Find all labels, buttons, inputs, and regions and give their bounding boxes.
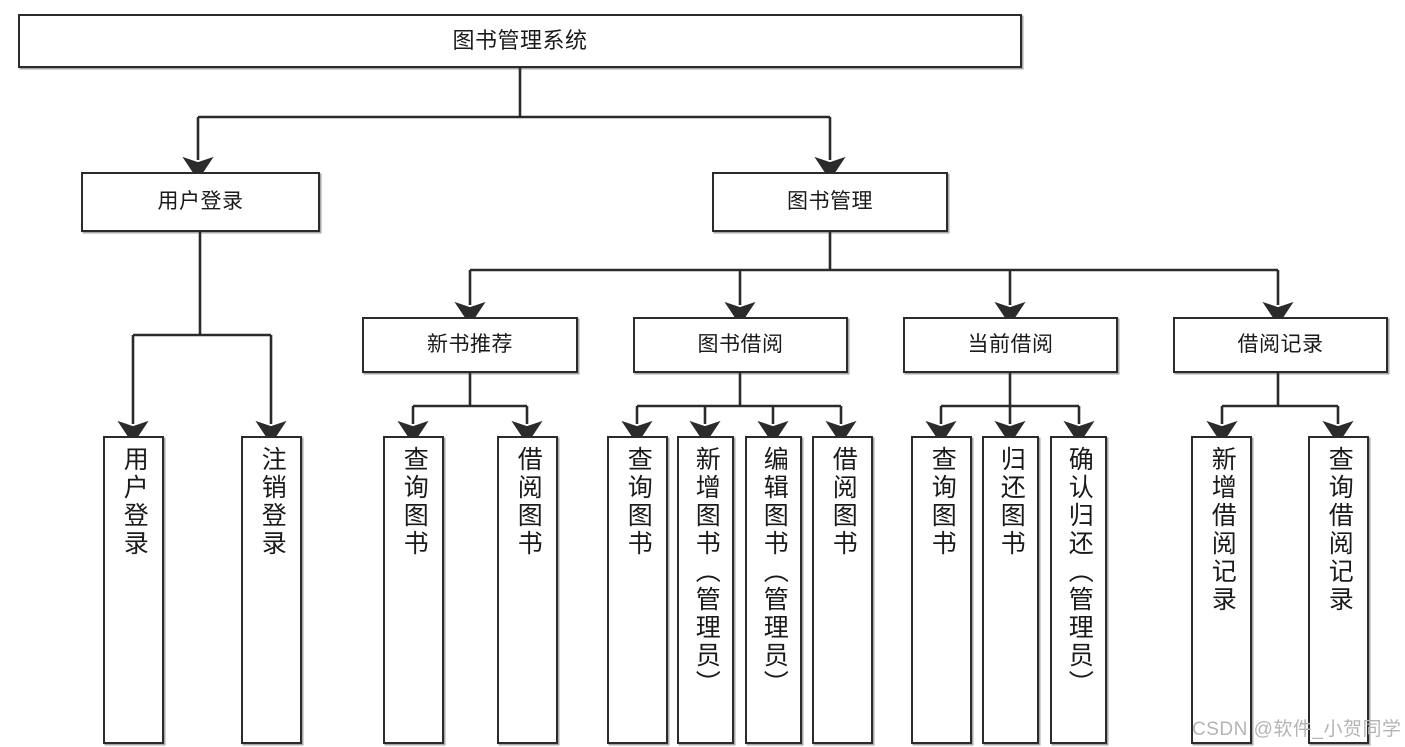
- leaf-borrow-book-1[interactable]: 借阅图书: [497, 436, 558, 744]
- csdn-watermark: CSDN @软件_小贺同学: [1192, 719, 1402, 740]
- leaf-query-book-1[interactable]: 查询图书: [383, 436, 444, 744]
- node-user-login[interactable]: 用户登录: [81, 172, 320, 232]
- leaf-user-login-label: 用户登录: [120, 446, 149, 558]
- node-new-book-recommend[interactable]: 新书推荐: [362, 317, 578, 373]
- leaf-return-book[interactable]: 归还图书: [982, 436, 1039, 744]
- leaf-user-logout-label: 注销登录: [258, 446, 287, 558]
- leaf-borrow-book-2-label: 借阅图书: [829, 446, 858, 558]
- node-book-management-label: 图书管理: [787, 189, 873, 213]
- node-book-borrow-label: 图书借阅: [697, 332, 784, 356]
- leaf-query-book-2-label: 查询图书: [624, 446, 653, 558]
- leaf-edit-book[interactable]: 编辑图书（管理员）: [745, 436, 802, 744]
- node-book-borrow[interactable]: 图书借阅: [633, 317, 848, 373]
- leaf-borrow-book-1-label: 借阅图书: [514, 446, 543, 558]
- leaf-query-book-3[interactable]: 查询图书: [911, 436, 972, 744]
- leaf-edit-book-label: 编辑图书（管理员）: [760, 446, 789, 698]
- node-book-management[interactable]: 图书管理: [712, 172, 948, 232]
- leaf-return-book-label: 归还图书: [997, 446, 1026, 558]
- leaf-query-record[interactable]: 查询借阅记录: [1308, 436, 1369, 744]
- leaf-add-book-label: 新增图书（管理员）: [692, 446, 721, 698]
- leaf-add-record-label: 新增借阅记录: [1208, 446, 1237, 614]
- node-user-login-label: 用户登录: [157, 189, 244, 213]
- node-borrow-record-label: 借阅记录: [1237, 332, 1324, 356]
- node-current-borrow-label: 当前借阅: [967, 332, 1054, 356]
- leaf-query-record-label: 查询借阅记录: [1325, 446, 1354, 614]
- node-borrow-record[interactable]: 借阅记录: [1173, 317, 1388, 373]
- node-new-book-recommend-label: 新书推荐: [427, 332, 513, 356]
- leaf-user-login[interactable]: 用户登录: [103, 436, 164, 744]
- node-root-label: 图书管理系统: [452, 28, 588, 54]
- leaf-confirm-return[interactable]: 确认归还（管理员）: [1050, 436, 1107, 744]
- leaf-user-logout[interactable]: 注销登录: [241, 436, 302, 744]
- leaf-add-record[interactable]: 新增借阅记录: [1191, 436, 1252, 744]
- leaf-add-book[interactable]: 新增图书（管理员）: [677, 436, 734, 744]
- node-root[interactable]: 图书管理系统: [18, 14, 1022, 68]
- leaf-borrow-book-2[interactable]: 借阅图书: [812, 436, 873, 744]
- leaf-query-book-1-label: 查询图书: [400, 446, 429, 558]
- leaf-confirm-return-label: 确认归还（管理员）: [1065, 446, 1094, 698]
- leaf-query-book-3-label: 查询图书: [928, 446, 957, 558]
- node-current-borrow[interactable]: 当前借阅: [903, 317, 1118, 373]
- leaf-query-book-2[interactable]: 查询图书: [607, 436, 668, 744]
